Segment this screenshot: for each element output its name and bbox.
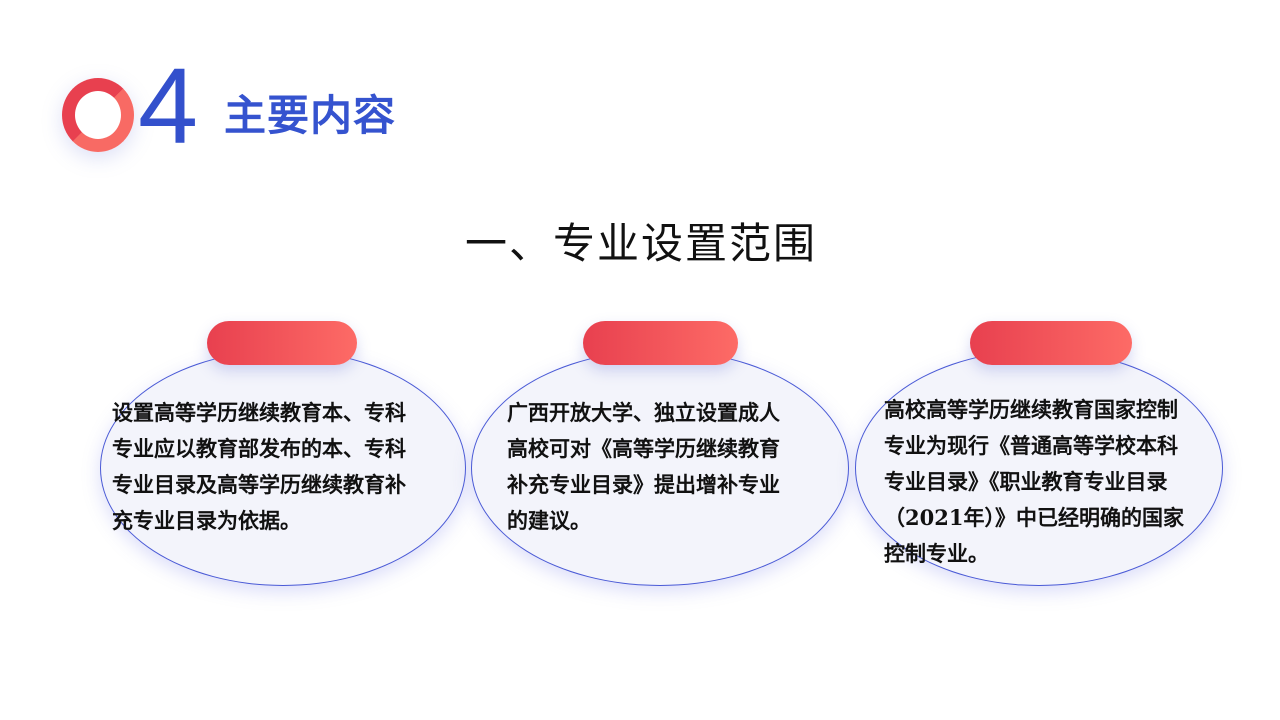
- page-subtitle: 一、专业设置范围: [464, 219, 817, 268]
- text-line: 高校可对《高等学历继续教育: [507, 436, 780, 461]
- text-line: 专业目录》《职业教育专业目录: [884, 469, 1168, 494]
- card-3: [855, 350, 1223, 586]
- card-3-text: 高校高等学历继续教育国家控制 专业为现行《普通高等学校本科 专业目录》《职业教育…: [884, 392, 1184, 572]
- text-line: 控制专业。: [884, 541, 989, 566]
- card-2: [471, 350, 849, 586]
- text-line: 补充专业目录》提出增补专业: [507, 472, 780, 497]
- ring-zero-icon: [62, 78, 134, 152]
- text-line: 充专业目录为依据。: [112, 508, 301, 533]
- text-line: （2021年）》中已经明确的国家: [884, 505, 1184, 530]
- text-line: 专业为现行《普通高等学校本科: [884, 433, 1178, 458]
- card-2-text: 广西开放大学、独立设置成人 高校可对《高等学历继续教育 补充专业目录》提出增补专…: [507, 395, 780, 539]
- section-number: 4: [138, 45, 199, 166]
- card-1: [100, 350, 466, 586]
- text-line: 专业应以教育部发布的本、专科: [112, 436, 406, 461]
- text-line: 的建议。: [507, 508, 591, 533]
- text-line: 高校高等学历继续教育国家控制: [884, 397, 1178, 422]
- section-title: 主要内容: [224, 91, 397, 140]
- card-1-text: 设置高等学历继续教育本、专科 专业应以教育部发布的本、专科 专业目录及高等学历继…: [112, 395, 406, 539]
- card-2-pill: [583, 321, 738, 365]
- text-line: 专业目录及高等学历继续教育补: [112, 472, 406, 497]
- text-line: 设置高等学历继续教育本、专科: [112, 400, 406, 425]
- card-3-pill: [970, 321, 1132, 365]
- card-1-pill: [207, 321, 357, 365]
- text-line: 广西开放大学、独立设置成人: [507, 400, 780, 425]
